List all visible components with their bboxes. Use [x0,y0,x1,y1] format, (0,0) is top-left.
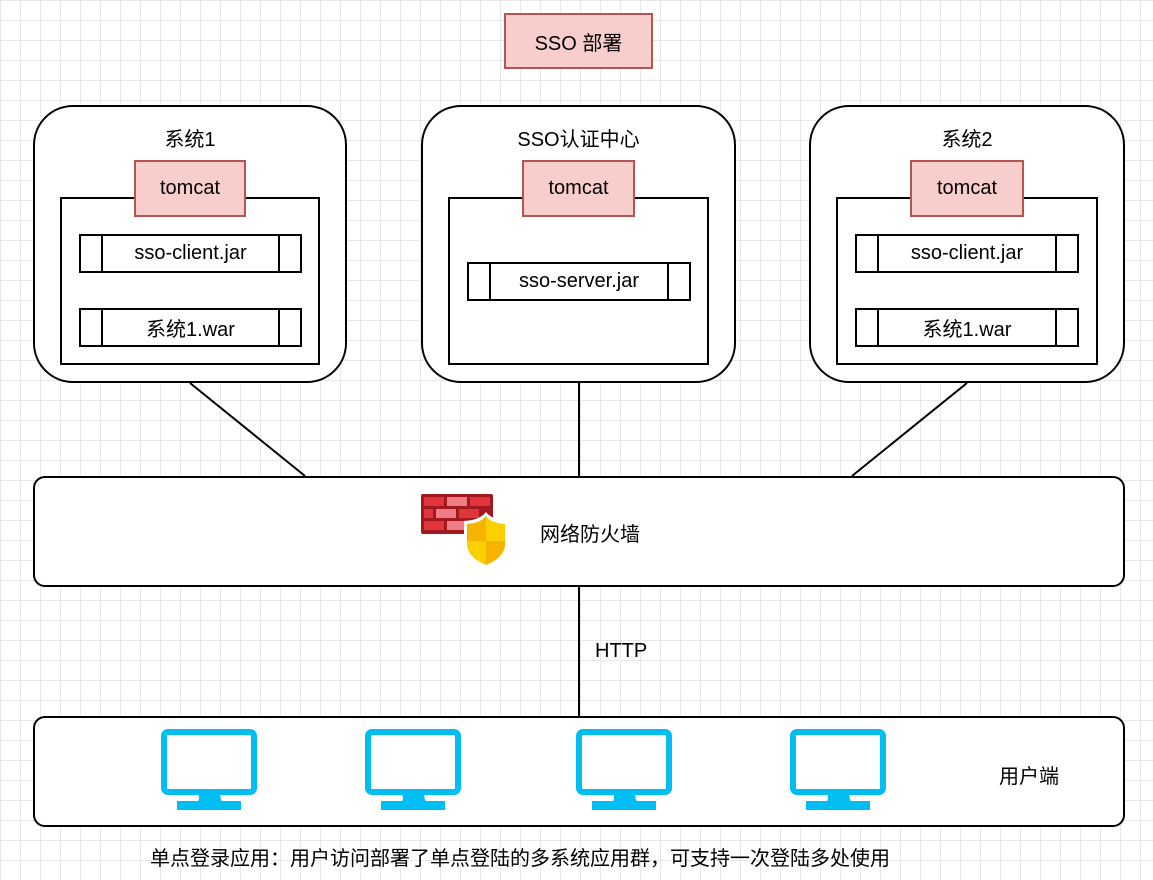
clients-label: 用户端 [999,766,1059,788]
connector-system2-firewall [851,382,968,477]
system2-artifact-war[interactable]: 系统1.war [855,308,1079,347]
system1-tomcat-label[interactable]: tomcat [134,160,246,217]
diagram-caption: 单点登录应用：用户访问部署了单点登陆的多系统应用群，可支持一次登陆多处使用 [150,848,890,870]
system2-tomcat-label[interactable]: tomcat [910,160,1024,217]
artifact-text: sso-client.jar [910,242,1024,264]
diagram-title-text: SSO 部署 [534,32,623,55]
tomcat-text: tomcat [936,177,998,199]
firewall-node[interactable] [33,476,1125,587]
system1-artifact-war[interactable]: 系统1.war [79,308,302,347]
artifact-text: 系统1.war [922,319,1012,341]
monitor-icon [790,729,886,810]
tomcat-text: tomcat [548,177,609,199]
artifact-text: sso-server.jar [518,270,640,292]
sso-center-label: SSO认证中心 [517,129,640,151]
system1-label: 系统1 [164,129,216,151]
tomcat-text: tomcat [159,177,221,199]
connector-system1-firewall [189,382,306,477]
firewall-icon [421,494,508,568]
system2-artifact-sso-client[interactable]: sso-client.jar [855,234,1079,273]
system2-label: 系统2 [941,129,993,151]
connection-label: HTTP [595,640,648,662]
system1-artifact-sso-client[interactable]: sso-client.jar [79,234,302,273]
sso-center-tomcat-label[interactable]: tomcat [522,160,635,217]
monitor-icon [576,729,672,810]
monitor-icon [365,729,461,810]
firewall-label: 网络防火墙 [540,524,640,546]
diagram-title: SSO 部署 [504,13,653,69]
artifact-text: 系统1.war [146,319,235,341]
monitor-icon [161,729,257,810]
artifact-text: sso-client.jar [134,242,247,264]
sso-center-artifact-server[interactable]: sso-server.jar [467,262,691,301]
